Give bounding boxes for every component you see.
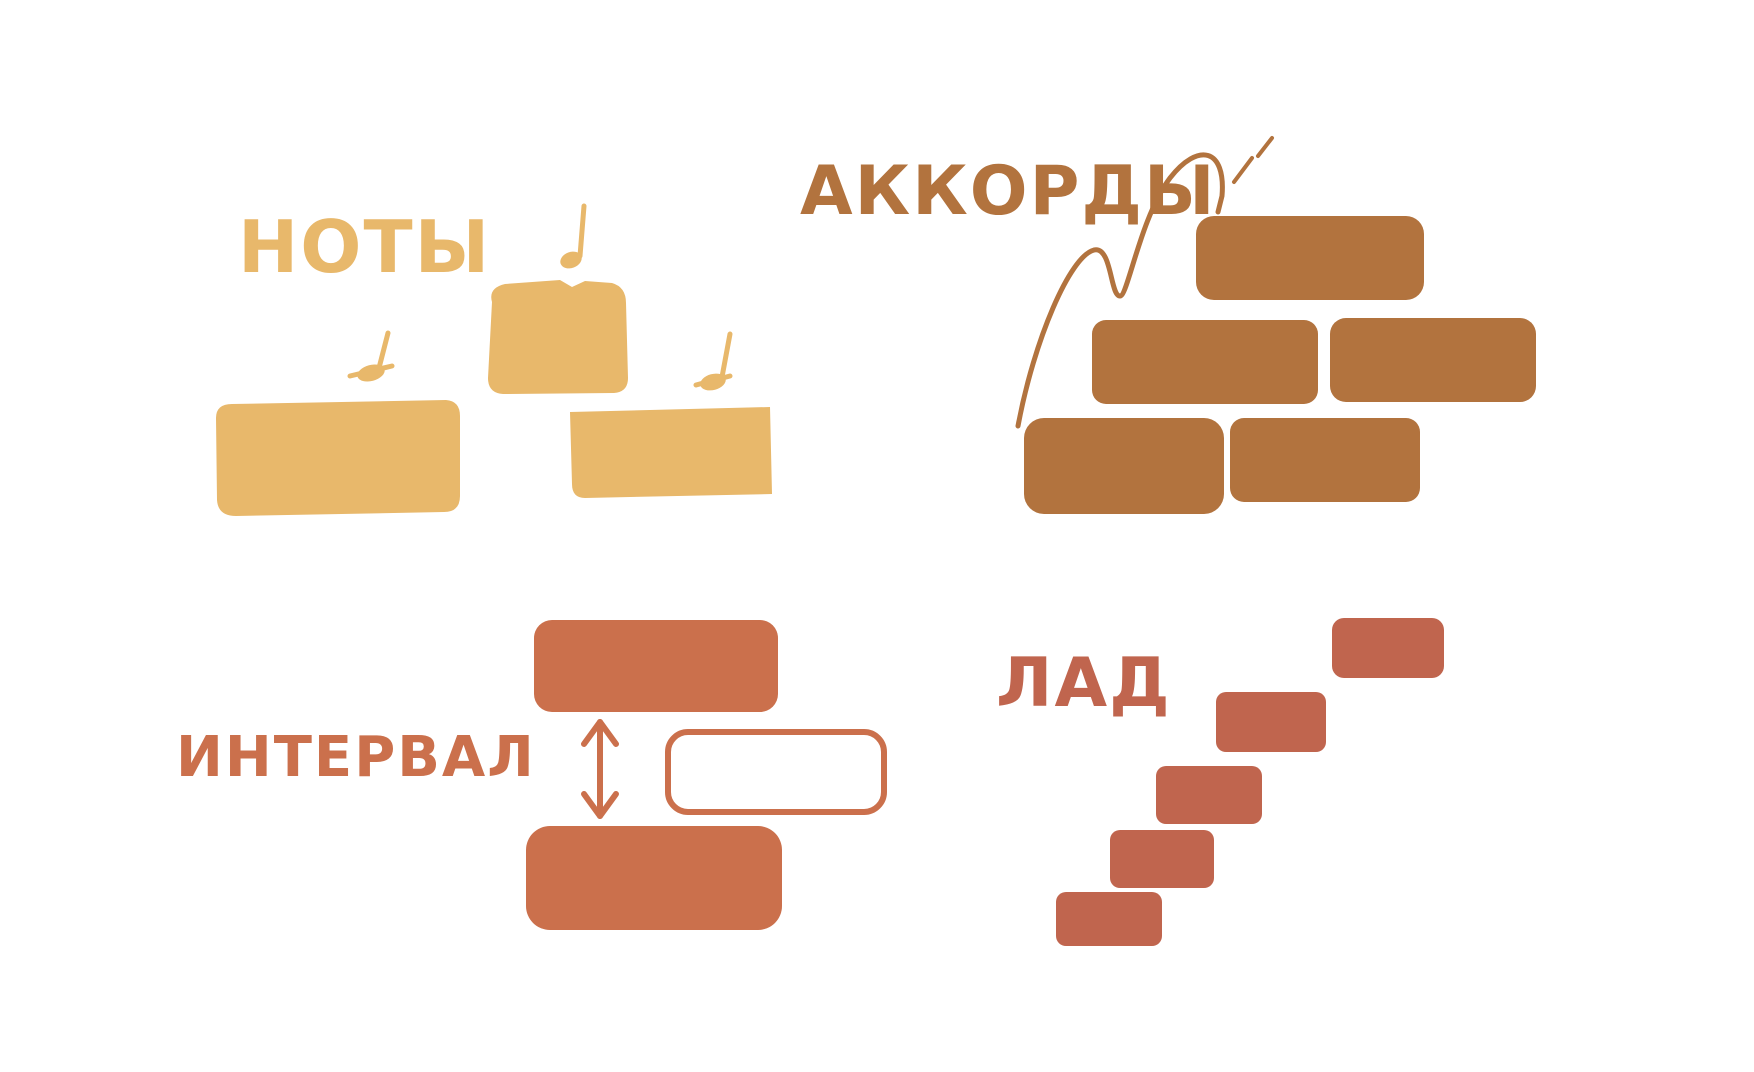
scale-brick-1 — [1056, 892, 1162, 946]
interval-brick-top — [534, 620, 778, 712]
scale-brick-2 — [1110, 830, 1214, 888]
curved-arrow-icon — [1015, 152, 1225, 429]
scale-label: ЛАД — [996, 644, 1172, 723]
double-headed-arrow-icon — [581, 719, 619, 819]
interval-label: ИНТЕРВАЛ — [176, 725, 536, 790]
notes-brick-top — [488, 280, 628, 394]
musical-note-icon — [347, 330, 395, 382]
chords-brick-bottom-right — [1230, 418, 1420, 502]
musical-note-icon — [693, 331, 733, 391]
notes-label: НОТЫ — [238, 205, 491, 289]
chords-brick-bottom-left — [1024, 418, 1224, 514]
interval-brick-bottom — [526, 826, 782, 930]
interval-brick-outline — [665, 729, 887, 815]
notes-brick-left — [216, 400, 460, 516]
scale-brick-3 — [1156, 766, 1262, 824]
chords-label: АККОРДЫ — [800, 152, 1216, 231]
notes-brick-right — [570, 407, 772, 498]
interval-group: ИНТЕРВАЛ — [176, 620, 887, 930]
musical-note-icon — [560, 203, 587, 269]
scale-brick-5 — [1332, 618, 1444, 678]
scale-brick-4 — [1216, 692, 1326, 752]
chords-group: АККОРДЫ — [800, 136, 1536, 514]
notes-group: НОТЫ — [216, 203, 772, 516]
chords-brick-top — [1196, 216, 1424, 300]
chords-brick-mid-left — [1092, 320, 1318, 404]
motion-lines-icon — [1232, 136, 1274, 184]
scale-group: ЛАД — [996, 618, 1444, 946]
chords-brick-mid-right — [1330, 318, 1536, 402]
